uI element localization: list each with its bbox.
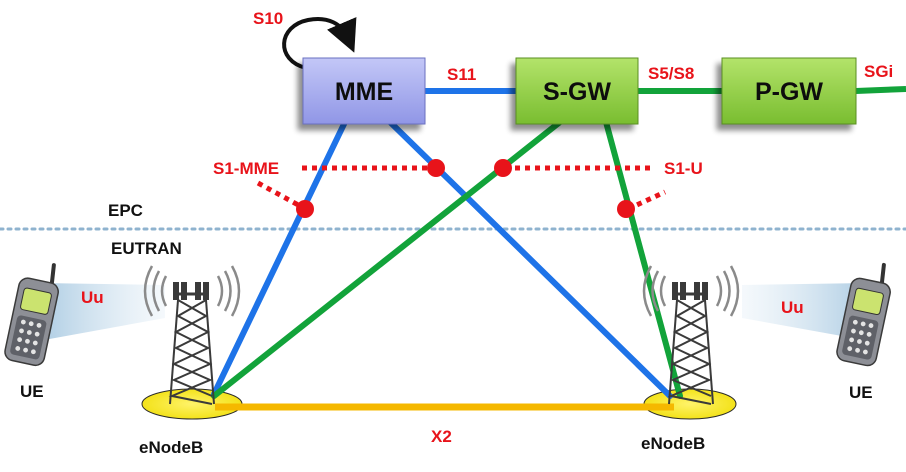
x2-label: X2: [431, 427, 452, 446]
enodeb-right-label: eNodeB: [641, 434, 705, 453]
enodeb-left-tower-icon: [168, 282, 215, 405]
interface-dots: [296, 159, 635, 218]
s10-label: S10: [253, 9, 283, 28]
s1-mme-label: S1-MME: [213, 159, 279, 178]
signal-waves-right-icon: [642, 265, 740, 317]
mme-label: MME: [335, 78, 393, 106]
uu-beam-right: [742, 283, 868, 340]
s5s8-label: S5/S8: [648, 64, 694, 83]
enodeb-left-label: eNodeB: [139, 438, 203, 457]
eutran-label: EUTRAN: [111, 239, 182, 258]
ue-left-phone-icon: [4, 263, 59, 367]
epc-label: EPC: [108, 201, 143, 220]
uu-right-label: Uu: [781, 298, 804, 317]
s10-loop-arrow: [282, 16, 357, 70]
s11-label: S11: [447, 65, 476, 84]
s1-u-label: S1-U: [664, 159, 703, 178]
sgi-label: SGi: [864, 62, 893, 81]
interface-dashes: [256, 165, 667, 212]
mme-box: [302, 57, 426, 125]
sgi-link: [855, 86, 906, 94]
uu-beam-left: [40, 283, 165, 340]
pgw-box: [721, 57, 857, 125]
ue-left-label: UE: [20, 382, 44, 401]
signal-waves-left-icon: [143, 265, 241, 317]
ue-right-label: UE: [849, 383, 873, 402]
sgw-box: [515, 57, 639, 125]
sgw-label: S-GW: [543, 78, 611, 106]
ue-right-phone-icon: [836, 262, 891, 367]
enodeb-right-tower-icon: [667, 282, 714, 405]
uu-left-label: Uu: [81, 288, 104, 307]
pgw-label: P-GW: [755, 78, 823, 106]
